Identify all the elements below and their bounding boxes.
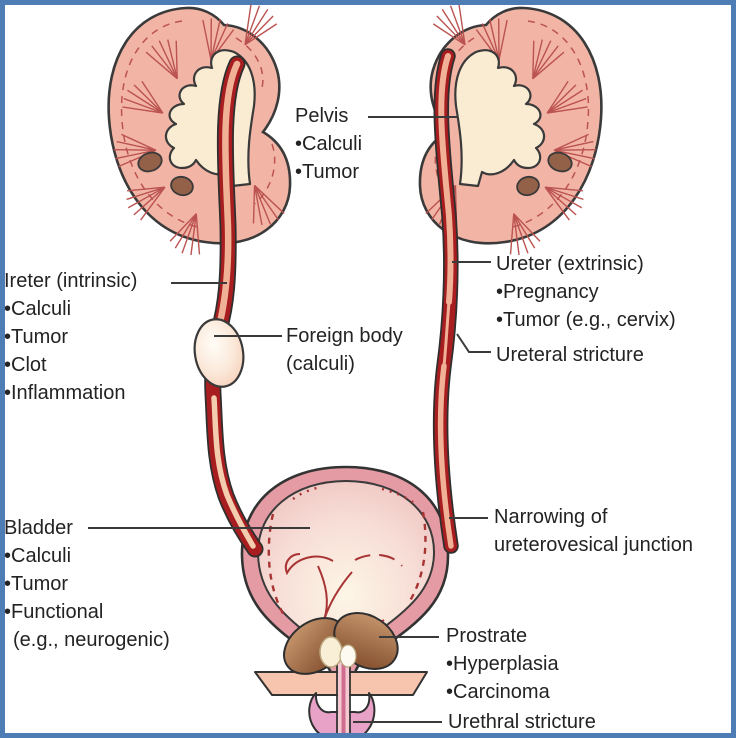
label-pelvis: Pelvis •Calculi •Tumor [295,102,362,186]
label-prostate-item: •Carcinoma [446,681,550,703]
label-foreign-body: Foreign body (calculi) [286,322,403,378]
label-foreign-body-line2: (calculi) [286,353,355,375]
left-kidney [109,1,290,258]
label-ureter-intrinsic-item: •Tumor [4,326,69,348]
label-ureter-extrinsic: Ureter (extrinsic) •Pregnancy •Tumor (e.… [496,250,676,334]
label-ureteral-stricture-title: Ureteral stricture [496,344,644,366]
prostatic-urethra-opening [319,636,343,668]
label-bladder-item: •Functional [4,601,104,623]
label-narrowing-line2: ureterovesical junction [494,534,693,556]
label-prostate-item: •Hyperplasia [446,653,559,675]
label-ureter-intrinsic-item: •Clot [4,354,47,376]
label-pelvis-item: •Calculi [295,133,363,155]
label-prostate: Prostrate •Hyperplasia •Carcinoma [446,622,559,706]
label-bladder: Bladder •Calculi •Tumor •Functional (e.g… [4,514,170,654]
label-ureter-extrinsic-item: •Pregnancy [496,281,599,303]
label-bladder-item: •Calculi [4,545,72,567]
leader-ureteral-stricture [456,333,491,353]
label-ureter-intrinsic-item: •Inflammation [4,382,126,404]
label-ureteral-stricture: Ureteral stricture [496,341,644,369]
label-pelvis-title: Pelvis [295,105,349,127]
label-bladder-item: •Tumor [4,573,69,595]
right-ureter [432,48,459,554]
label-ureter-extrinsic-title: Ureter (extrinsic) [496,253,644,275]
ureteral-stricture-segment [442,300,451,368]
label-ureter-intrinsic-item: •Calculi [4,298,72,320]
label-foreign-body-line1: Foreign body [286,325,403,347]
urethra-tube [336,656,351,738]
label-pelvis-item: •Tumor [295,161,360,183]
label-narrowing-line1: Narrowing of [494,506,608,528]
label-ureter-intrinsic-title: Ireter (intrinsic) [4,270,138,292]
leader-lines [88,116,491,723]
label-urethral-stricture-title: Urethral stricture [448,711,596,733]
label-ureter-extrinsic-item: •Tumor (e.g., cervix) [496,309,676,331]
label-narrowing: Narrowing of ureterovesical junction [494,503,693,559]
foreign-body-bulge [193,318,245,388]
prostatic-urethra-opening-small [339,644,357,668]
label-prostate-title: Prostrate [446,625,528,647]
label-urethral-stricture: Urethral stricture [448,708,596,736]
label-bladder-title: Bladder [4,517,73,539]
label-bladder-item-continuation: (e.g., neurogenic) [13,629,170,651]
label-ureter-intrinsic: Ireter (intrinsic) •Calculi •Tumor •Clot… [4,267,137,407]
